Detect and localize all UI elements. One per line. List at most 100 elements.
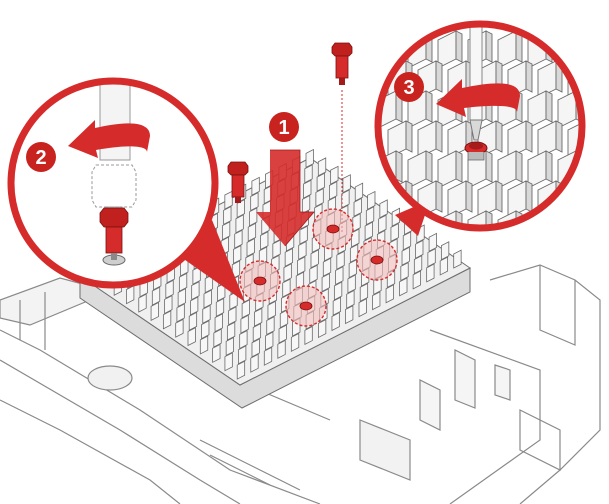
heatsink-fin (236, 360, 246, 380)
heatsink-fin (318, 318, 327, 339)
callout-standoff-removal (7, 77, 219, 289)
heatsink-fin (391, 207, 401, 227)
heatsink-fin (213, 328, 222, 348)
heatsink-fin (187, 327, 196, 347)
highlighted-screw (239, 260, 281, 302)
heatsink-fin (212, 343, 221, 363)
heatsink-fin (427, 248, 436, 268)
heatsink-fin (188, 311, 198, 331)
heatsink-fin (236, 198, 245, 219)
heatsink-fin (278, 324, 287, 344)
standoff-top (331, 42, 353, 85)
heatsink-fin (347, 274, 356, 294)
heatsink-fin (358, 298, 367, 318)
heatsink-fin (316, 172, 325, 192)
heatsink-fin (412, 270, 421, 290)
heatsink-fin (265, 331, 274, 351)
heatsink-fin (283, 263, 292, 283)
heatsink-fin (164, 294, 173, 315)
heatsink-fin (379, 199, 388, 219)
heatsink-fin (201, 320, 210, 340)
heatsink-fin (203, 289, 212, 309)
heatsink-fin (353, 197, 362, 217)
heatsink-fin (235, 214, 244, 234)
heatsink-fin (252, 323, 262, 343)
heatsink-fin (284, 247, 293, 267)
heatsink-fin (240, 314, 249, 334)
heatsink-fin (267, 300, 276, 320)
heatsink-fin (305, 148, 314, 169)
standoff-on-heatsink (227, 161, 249, 203)
heatsink-fin (557, 210, 577, 228)
counterclockwise-arrow-icon (68, 120, 150, 158)
heatsink-fin (321, 272, 330, 293)
heatsink-fin (336, 250, 345, 270)
heatsink-fin (175, 318, 184, 338)
heatsink-fin (354, 182, 364, 202)
heatsink-fin (298, 240, 307, 261)
step-label-3: 3 (403, 77, 414, 99)
heatsink-fin (329, 181, 338, 201)
heatsink-fin (400, 261, 409, 282)
heatsink-fin (378, 214, 387, 234)
heatsink-fin (190, 296, 199, 316)
heatsink-fin (250, 353, 259, 373)
heatsink-fin (332, 296, 341, 316)
heatsink-fin (138, 293, 147, 313)
heatsink-fin (231, 260, 241, 280)
heatsink-fin (290, 332, 300, 352)
heatsink-fin (304, 325, 313, 346)
heatsink-fin (234, 229, 243, 249)
heatsink-fin (301, 194, 311, 215)
step-label-2: 2 (35, 147, 46, 169)
heatsink-fin (251, 338, 260, 358)
highlighted-screw (356, 239, 398, 281)
step-badge-2: 2 (26, 142, 56, 172)
heatsink-fin (322, 257, 332, 277)
heatsink-fin (317, 157, 327, 177)
heatsink-fin (335, 266, 344, 286)
heatsink-fin (233, 244, 242, 265)
heatsink-fin (390, 222, 399, 243)
heatsink-fin (467, 210, 487, 228)
heatsink-fin (277, 339, 286, 359)
heatsink-fin (352, 213, 361, 233)
highlighted-screw (285, 285, 327, 327)
computer-chassis (0, 264, 601, 504)
heatsink-fin (266, 316, 275, 336)
heatsink-fin (246, 237, 255, 258)
heatsink-fin (247, 222, 257, 242)
heatsink-fin (250, 192, 259, 212)
step-label-1: 1 (278, 117, 289, 139)
heatsink-fin (426, 263, 435, 283)
heatsink-fin (228, 306, 237, 326)
highlighted-screws (239, 208, 398, 327)
heatsink-fin (415, 239, 424, 259)
chassis-round-pad (87, 365, 133, 391)
heatsink-fin (367, 190, 376, 210)
heatsink-fin (225, 336, 234, 357)
heatsink-fin (310, 249, 319, 269)
heatsink-fin (364, 221, 373, 241)
heatsink-fin (439, 256, 449, 276)
heatsink-fin (178, 272, 188, 292)
step-badge-1: 1 (269, 112, 299, 142)
screw-detail (464, 141, 488, 161)
heatsink-fin (351, 228, 360, 248)
heatsink-fin (249, 207, 258, 227)
heatsink-fin (304, 164, 313, 184)
heatsink-fin (151, 286, 161, 306)
heatsink-fin (399, 277, 408, 297)
heatsink-fin (333, 281, 343, 301)
heatsink-fin (202, 304, 211, 324)
heatsink-fin (215, 297, 225, 317)
heatsink-fin (413, 255, 423, 275)
heatsink-fin (365, 206, 375, 226)
standoff-detail (99, 207, 129, 266)
heatsink-fin (177, 288, 186, 308)
step-badge-3: 3 (394, 72, 424, 102)
heatsink-fin (176, 303, 185, 323)
heatsink-fin (349, 243, 359, 263)
heatsink-fin (378, 30, 397, 69)
